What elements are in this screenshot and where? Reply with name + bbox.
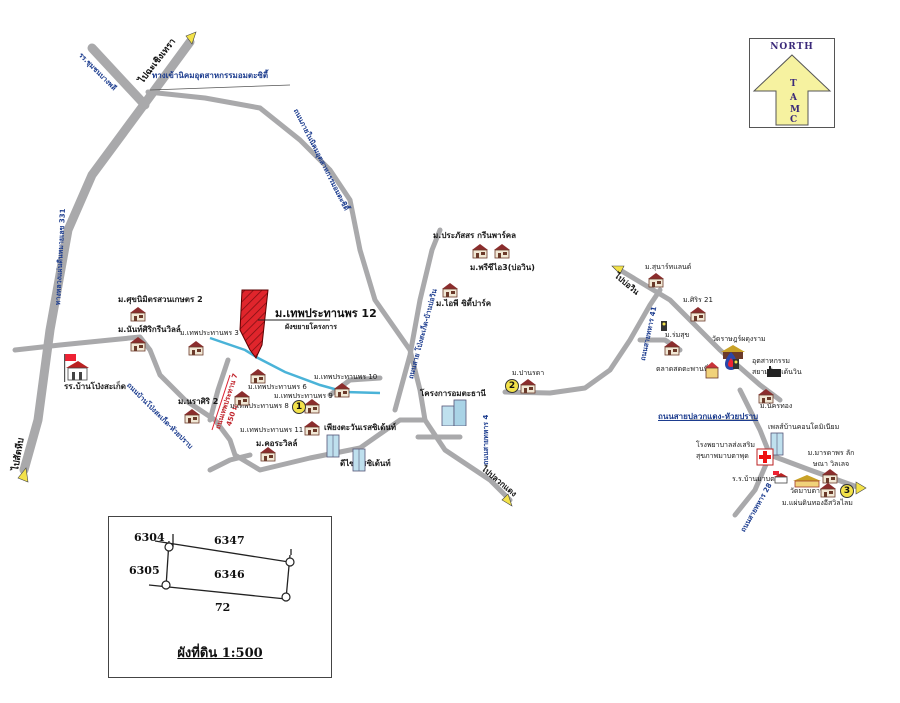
village-label: ม.นัครทอง [760, 402, 793, 410]
house-icon [820, 483, 836, 498]
traffic-light-icon [733, 359, 739, 369]
road-school [87, 43, 150, 110]
landmark-amata-project: โครงการอมตะธานี [420, 389, 486, 398]
parcel-label: 6305 [129, 564, 160, 577]
village-label: ม.มารดาพร ลักษณา วิลเลจ [807, 449, 855, 468]
plot-plan-title: ผังที่ดิน 1:500 [177, 646, 263, 661]
marker-3: 3 [840, 484, 854, 498]
arrow-to-chachoengsao [185, 31, 197, 45]
house-icon [758, 389, 774, 404]
house-icon [648, 273, 664, 288]
hospital-icon [756, 448, 774, 466]
house-icon [334, 383, 350, 398]
village-label: ม.ประภัสสร กรีนพาร์คล [433, 231, 517, 240]
marker-1: 1 [292, 400, 306, 414]
house-icon [664, 341, 680, 356]
house-icon [184, 409, 200, 424]
project-name: ม.เทพประทานพร 12 [275, 307, 377, 320]
arrow-to-bo-win [611, 265, 625, 275]
house-icon [822, 469, 838, 484]
school-icon [64, 354, 89, 382]
house-icon [130, 307, 146, 322]
north-label: NORTH [770, 42, 814, 52]
village-label: ม.ไอพี ซิตี้ปาร์ค [436, 299, 492, 308]
house-icon [130, 337, 146, 352]
village-label: ม.พรีซีไอ3(บ่อวิน) [470, 263, 535, 272]
house-icon [188, 341, 204, 356]
project-subtitle: ผังขยายโครงการ [285, 323, 337, 331]
north-letter: A [790, 93, 797, 103]
house-icon [442, 283, 458, 298]
village-label: ม.นันท์ศิริกรีนวิลล์ [118, 325, 181, 334]
road-link [207, 452, 253, 473]
parcel-label: 72 [215, 601, 231, 614]
village-label: ม.เทพประทานพร 6 [248, 383, 307, 391]
landmark-school: รร.บ้านโป่งสะเก็ด [64, 382, 126, 391]
village-label: ม.สุนาร์ทแลนด์ [645, 263, 692, 271]
project-site [239, 289, 269, 359]
factory-icon [767, 366, 781, 377]
road-highway-331 [19, 37, 195, 475]
north-arrow: NORTH T A M C [749, 38, 835, 128]
village-label: ม.นราศิริ 2 [178, 397, 219, 406]
house-icon [520, 379, 536, 394]
village-label: ม.ศุขนิมิตรสวนเกษตร 2 [118, 295, 203, 304]
road-access [207, 357, 231, 423]
parcel-label: 6346 [214, 568, 245, 581]
access-road-line [211, 374, 231, 431]
north-letter: M [790, 105, 800, 115]
road-estate [145, 89, 513, 503]
road-route-4 [502, 287, 663, 396]
landmark-market: ตลาดสดตะพานที่ [656, 365, 709, 373]
village-label: ม.เทพประทานพร 11 [240, 426, 304, 434]
north-arrow-icon [752, 54, 832, 126]
village-label: ม.คอระวิลล์ [256, 439, 298, 448]
landmark-temple-2: วัดมาบตาพุด [790, 487, 830, 495]
market-icon [705, 362, 719, 379]
house-icon [234, 391, 250, 406]
landmark-school-2: ร.ร.บ้านมาบตาพุด [732, 475, 788, 483]
village-label: ม.เทพประทานพร 10 [314, 373, 378, 381]
estate-entrance-leader [149, 84, 291, 91]
label-route-4: ถนนสายทหาร 4 [482, 414, 490, 465]
building-icon [326, 434, 340, 458]
plot-plan: 6304 6347 6305 6346 72 ผังที่ดิน 1:500 [108, 516, 332, 678]
marker-2: 2 [505, 379, 519, 393]
house-icon [494, 244, 510, 259]
arrow-to-sattahip [17, 467, 29, 483]
building-icon [441, 399, 467, 426]
plot-plan-diagram [148, 534, 295, 602]
house-icon [260, 447, 276, 462]
school-icon [773, 471, 788, 484]
north-letter: C [790, 115, 798, 125]
landmark-condo-1: เพียงตะวันเรสซิเด้นท์ [324, 423, 397, 432]
village-label: ม.เทพประทานพร 9 [274, 392, 333, 400]
landmark-hospital: โรงพยาบาลส่งเสริม สุขภาพมาบตาพุด [696, 441, 755, 460]
parcel-label: 6347 [214, 534, 245, 547]
north-letter: T [790, 79, 797, 89]
label-pluak-daeng-road: ถนนสายปลวกแดง-หัวยปราบ [658, 412, 759, 421]
village-label: ม.แผ่นดินทองอีสวิลไลม [782, 499, 853, 507]
village-label: ม.เทพประทานพร 3 [180, 329, 239, 337]
arrow-to-east [855, 481, 867, 495]
road-route-28 [732, 452, 773, 518]
building-icon [352, 448, 366, 472]
village-label: ม.ร่มสุข [665, 331, 690, 339]
building-icon [770, 432, 784, 456]
traffic-light-icon [661, 321, 667, 331]
landmark-apartment: เพลส์บ้านคอนโดมิเนียม [768, 423, 840, 431]
label-estate-entrance: ทางเข้านิคมอุตสาหกรรมอมตะซิตี้ [152, 71, 269, 80]
house-icon [304, 421, 320, 436]
arrow-to-pluak-daeng [501, 493, 513, 507]
parcel-label: 6304 [134, 531, 165, 544]
village-label: ม.ปานรดา [512, 369, 545, 377]
landmark-temple-1: วัดราษฎร์ผดุงราม [712, 335, 766, 343]
village-label: ม.เทพประทานพร 8 [230, 402, 289, 410]
temple-icon [793, 475, 821, 488]
road-bo-win [392, 227, 443, 413]
village-label: ม.ศิริร 21 [683, 296, 713, 304]
house-icon [472, 244, 488, 259]
house-icon [250, 369, 266, 384]
house-icon [690, 307, 706, 322]
